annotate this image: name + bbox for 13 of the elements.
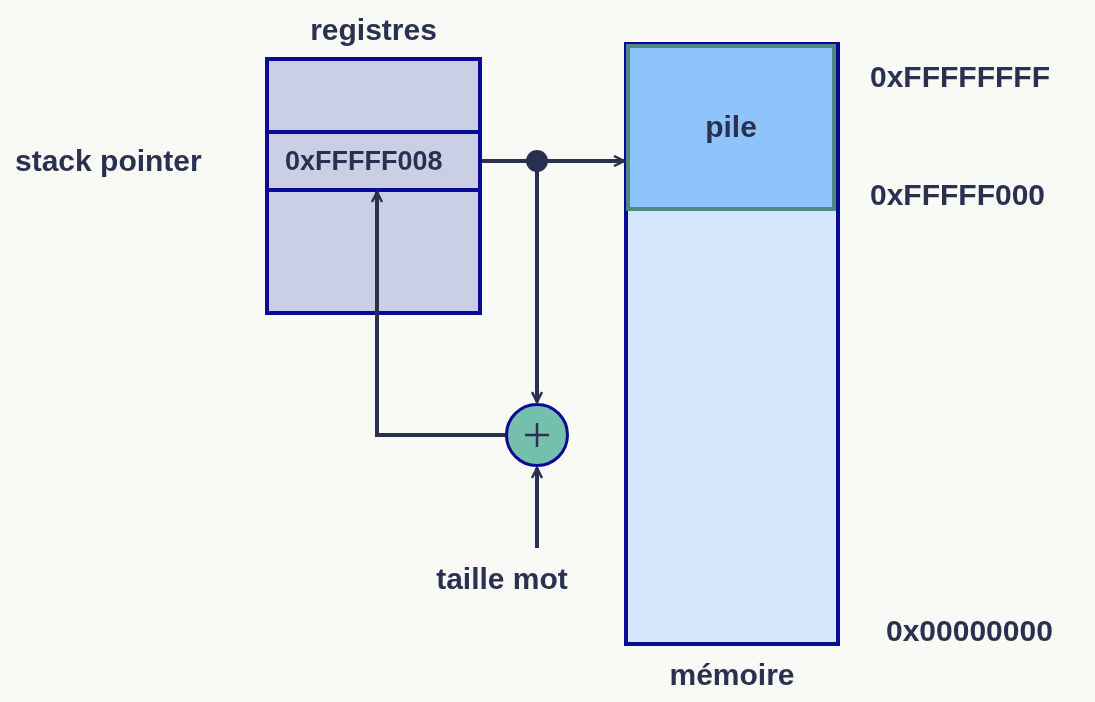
- register-value: 0xFFFFF008: [285, 146, 443, 177]
- arrow: [370, 190, 505, 437]
- address-label: 0xFFFFF000: [870, 178, 1046, 212]
- stack-region-box: [626, 44, 836, 211]
- heading: registres: [309, 13, 438, 47]
- label-text: taille mot: [435, 562, 569, 596]
- register-name: stack pointer: [15, 144, 202, 178]
- arrow: [530, 466, 544, 548]
- region-label: pile: [704, 110, 758, 144]
- address-label: 0x00000000: [886, 614, 1053, 648]
- heading: mémoire: [668, 658, 796, 692]
- address-label: 0xFFFFFFFF: [870, 60, 1050, 94]
- adder-circle: [505, 403, 569, 467]
